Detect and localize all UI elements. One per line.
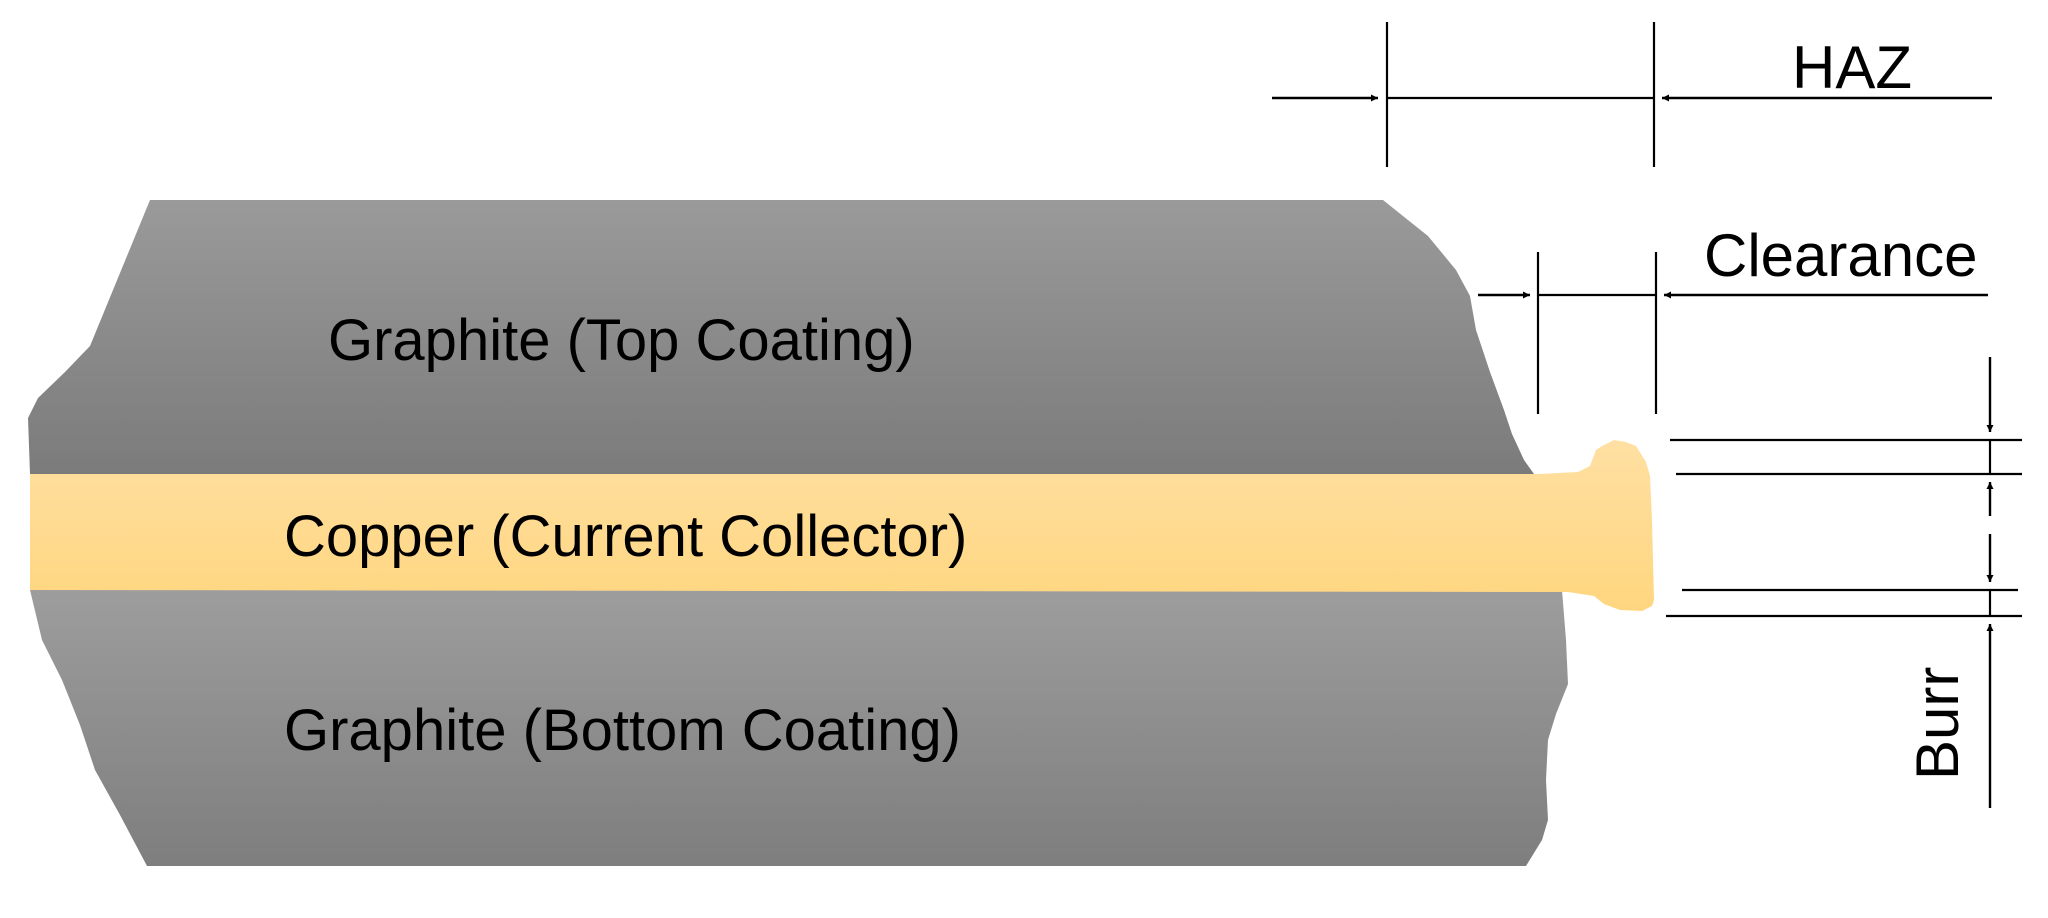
haz-label: HAZ	[1792, 34, 1912, 101]
graphite-top-label: Graphite (Top Coating)	[328, 308, 915, 373]
clearance-dimension	[1478, 252, 1988, 414]
copper-label: Copper (Current Collector)	[284, 504, 967, 569]
burr-dimension	[1666, 357, 2022, 808]
copper-layer	[30, 440, 1654, 611]
graphite-bottom-layer	[30, 590, 1568, 866]
burr-label: Burr	[1904, 667, 1971, 780]
clearance-label: Clearance	[1704, 222, 1978, 289]
graphite-bottom-label: Graphite (Bottom Coating)	[284, 698, 961, 763]
graphite-top-layer	[28, 200, 1540, 474]
haz-dimension	[1272, 22, 1992, 167]
